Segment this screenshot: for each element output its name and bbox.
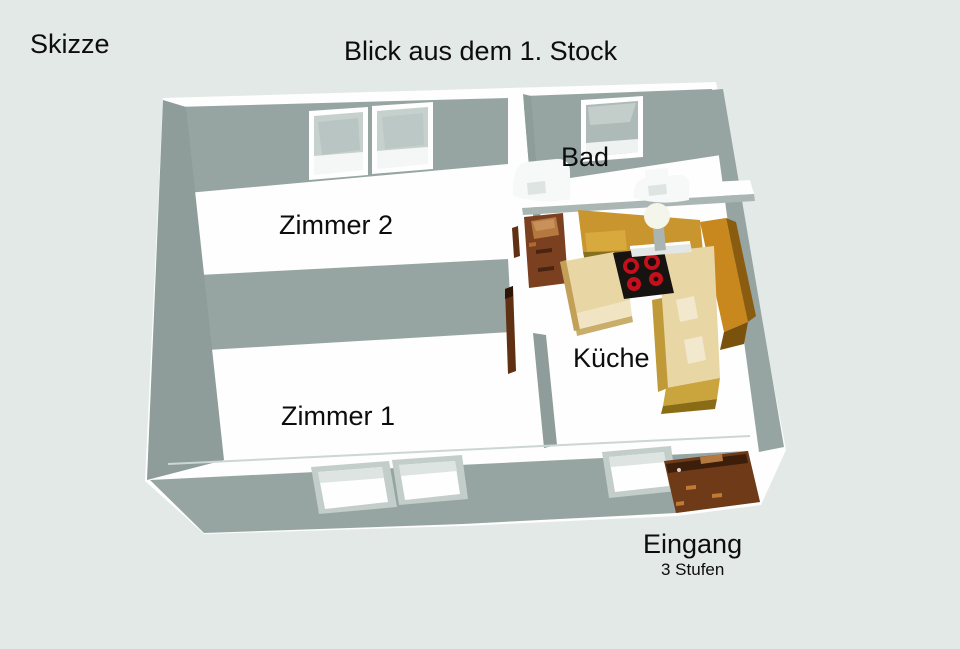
room-label-kueche: Küche — [573, 343, 650, 373]
bad-fixtures — [512, 158, 690, 203]
counter-leg-endcap-dark — [661, 399, 717, 414]
toilet-tank — [645, 168, 668, 179]
window-sill — [586, 139, 638, 157]
burner-center — [647, 257, 657, 267]
entry-door-panel-detail — [700, 454, 723, 464]
bad-wall-edge — [522, 194, 755, 215]
room-label-zimmer2: Zimmer 2 — [279, 210, 393, 240]
left-wall — [147, 100, 224, 480]
counter-leg-side — [652, 298, 668, 392]
bathtub — [512, 158, 570, 202]
window-highlight — [588, 103, 636, 125]
counter-back-highlight — [585, 230, 627, 252]
entry-door-handle — [686, 485, 696, 490]
cabinet-handle — [529, 242, 536, 247]
right-wall — [710, 89, 784, 452]
window-glass — [399, 461, 457, 476]
counter-leg-mottle — [684, 336, 706, 364]
bathtub-basin — [527, 181, 546, 195]
zimmer1-door-leaf — [505, 286, 516, 374]
divider-top-lower — [524, 333, 544, 450]
burner-center — [631, 281, 637, 287]
sketch-label: Skizze — [30, 29, 110, 59]
counter-leg-mottle — [676, 296, 698, 322]
room-label-zimmer1: Zimmer 1 — [281, 401, 395, 431]
bad-window — [581, 96, 643, 162]
door-leaf-top — [505, 286, 513, 299]
faucet-pole — [653, 228, 666, 251]
burner-center — [653, 276, 659, 282]
window-sill — [314, 152, 363, 175]
page-title: Blick aus dem 1. Stock — [344, 36, 618, 66]
entry-door-top-band — [666, 454, 748, 473]
faucet-knob — [644, 203, 670, 229]
cabinet-drawer-line — [536, 248, 552, 254]
window-sill — [377, 147, 428, 169]
counter-arm-top — [560, 252, 630, 314]
kitchen-counters — [560, 203, 756, 414]
window-glass — [609, 452, 666, 467]
entry-door — [664, 451, 760, 513]
cabinet-top-lid — [533, 219, 555, 231]
window-glass — [318, 467, 384, 483]
counter-right-shadow — [726, 218, 756, 322]
zimmer2-windows — [309, 102, 433, 180]
counter-arm-shadow — [576, 316, 633, 336]
room-label-bad: Bad — [561, 142, 610, 172]
entrance-steps-note: 3 Stufen — [661, 560, 725, 579]
entry-door-detail — [676, 501, 684, 506]
window-pane — [382, 113, 424, 149]
entry-door-detail — [712, 493, 722, 498]
zimmer-divider-wall — [160, 259, 512, 352]
counter-leg-endcap — [663, 378, 720, 406]
entrance-label: Eingang — [643, 529, 743, 559]
zimmer2-door-leaf — [512, 226, 520, 258]
kitchen-cabinet — [524, 213, 568, 288]
floor-wall-edge — [167, 435, 751, 465]
burner-center — [626, 261, 636, 271]
divider-face-lower — [533, 333, 557, 448]
interior-doors — [505, 226, 520, 374]
cabinet-drawer-line — [538, 266, 554, 272]
window-pane — [318, 118, 360, 155]
entry-door-hinge — [677, 468, 681, 472]
counter-arm-end — [560, 260, 580, 331]
counter-arm-face — [574, 300, 632, 330]
front-windows — [311, 446, 677, 514]
toilet-seat — [648, 184, 667, 196]
counter-right-endcap — [720, 322, 748, 350]
